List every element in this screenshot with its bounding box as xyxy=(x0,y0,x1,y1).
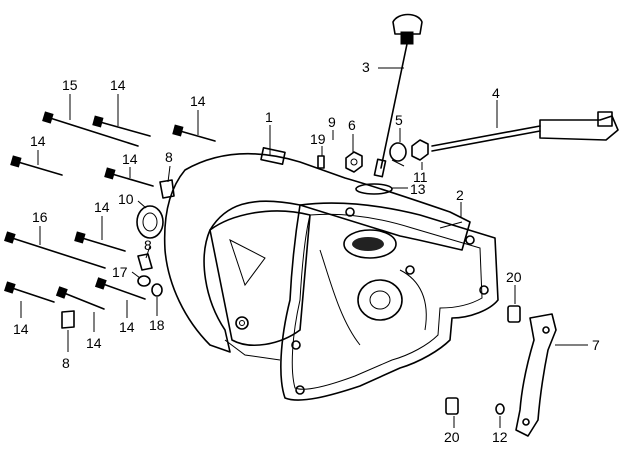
callout-20-top: 20 xyxy=(506,269,522,285)
nut-11 xyxy=(411,139,429,161)
nut-6 xyxy=(345,151,363,173)
oil-seal-10 xyxy=(136,205,164,239)
callout-15: 15 xyxy=(62,77,78,93)
pin-12 xyxy=(495,403,505,415)
callout-19: 19 xyxy=(310,131,326,147)
callout-16: 16 xyxy=(32,209,48,225)
callout-8-top: 8 xyxy=(165,149,173,165)
callout-8-mid: 8 xyxy=(144,237,152,253)
bolt-16 xyxy=(4,231,106,269)
callout-7: 7 xyxy=(592,337,600,353)
dipstick-3 xyxy=(373,13,423,178)
bolt-14-mid-c xyxy=(74,231,126,252)
callout-9: 9 xyxy=(328,114,336,130)
shaft-4 xyxy=(431,111,619,152)
callout-4: 4 xyxy=(492,85,500,101)
callout-2: 2 xyxy=(456,187,464,203)
callout-12: 12 xyxy=(492,429,508,445)
callout-6: 6 xyxy=(348,117,356,133)
clip-8-low xyxy=(61,310,75,329)
callout-14-low-a: 14 xyxy=(13,321,29,337)
bolt-14-top-b xyxy=(172,124,216,142)
callout-1: 1 xyxy=(265,109,273,125)
washer-18 xyxy=(151,283,163,297)
callout-10: 10 xyxy=(118,191,134,207)
clip-8-mid xyxy=(137,253,153,271)
seal-5 xyxy=(389,142,407,167)
clip-8-top xyxy=(159,179,175,199)
o-ring-13 xyxy=(355,183,393,195)
callout-14-top-b: 14 xyxy=(190,93,206,109)
callout-18: 18 xyxy=(149,317,165,333)
callout-11: 11 xyxy=(413,169,428,185)
bolt-14-low-a xyxy=(4,281,55,303)
callout-13: 13 xyxy=(410,181,426,197)
bolt-14-low-c xyxy=(94,277,146,300)
callout-14-low-b: 14 xyxy=(86,335,102,351)
callout-5: 5 xyxy=(395,112,403,128)
bolt-14-mid-b xyxy=(104,167,154,187)
bushing-20-top xyxy=(507,305,521,323)
leader-lines xyxy=(20,67,588,428)
callout-14-mid-b: 14 xyxy=(122,151,138,167)
bolt-14-mid-a xyxy=(10,155,63,176)
gasket-2 xyxy=(280,202,499,401)
callout-20-low: 20 xyxy=(444,429,460,445)
callout-3: 3 xyxy=(362,59,370,75)
callout-14-mid-c: 14 xyxy=(94,199,110,215)
dowel-17 xyxy=(137,275,151,287)
bolt-14-top-a xyxy=(92,115,151,137)
callout-14-top-a: 14 xyxy=(110,77,126,93)
pin-19 xyxy=(317,155,325,169)
callout-8-low: 8 xyxy=(62,355,70,371)
bushing-20-low xyxy=(445,397,459,415)
callout-14-mid-a: 14 xyxy=(30,133,46,149)
bolt-14-low-b xyxy=(55,286,105,310)
bolt-15 xyxy=(42,111,139,147)
callout-14-low-c: 14 xyxy=(119,319,135,335)
callout-17: 17 xyxy=(112,264,128,280)
arm-7 xyxy=(515,313,557,437)
